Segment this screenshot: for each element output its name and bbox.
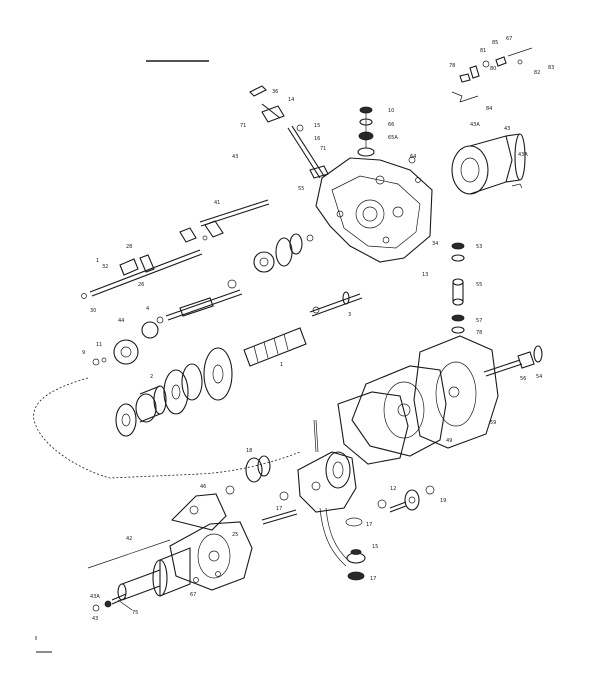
callout-label: 1 (280, 362, 283, 368)
callout-label: 57 (476, 318, 482, 324)
callout-label: 36 (272, 89, 278, 95)
differential-assembly (225, 419, 366, 581)
callout-label: 65A (388, 135, 398, 141)
callout-label: 15 (372, 544, 378, 550)
callout-label: 43A (90, 594, 100, 600)
callout-label: 15 (314, 123, 320, 129)
left-axle-housing (87, 493, 253, 612)
callout-label: 43 (232, 154, 238, 160)
callout-label: 49 (446, 438, 452, 444)
callout-label: 25 (232, 532, 238, 538)
callout-label: 84 (486, 106, 492, 112)
callout-label: 67 (190, 592, 196, 598)
callout-label: 17 (276, 506, 282, 512)
right-washers (377, 485, 435, 513)
right-bearing-stack (451, 242, 465, 334)
callout-label: 55 (476, 282, 482, 288)
shift-lever (249, 85, 329, 179)
callout-label: 18 (246, 448, 252, 454)
callout-label: 32 (102, 264, 108, 270)
callout-label: 42 (126, 536, 132, 542)
callout-label: 14 (288, 97, 294, 103)
callout-label: 3 (348, 312, 351, 318)
callout-label: 78 (476, 330, 482, 336)
callout-label: 43 (92, 616, 98, 622)
callout-label: 12 (390, 486, 396, 492)
shift-shaft-assembly (81, 199, 270, 299)
large-gear-stack (115, 347, 233, 437)
callout-label: 81 (480, 48, 486, 54)
callout-label: 75 (132, 610, 138, 616)
callout-label: 71 (320, 146, 326, 152)
cover-plates (337, 335, 543, 465)
callout-label: 53 (476, 244, 482, 250)
callout-label: 46 (200, 484, 206, 490)
callout-label: 9 (82, 350, 85, 356)
upper-housing (315, 106, 433, 263)
callout-label: 26 (138, 282, 144, 288)
callout-label: 55 (298, 186, 304, 192)
callout-labels: 36 14 71 15 16 71 43 55 10 66 65A 64 78 … (82, 36, 554, 622)
callout-label: 59 (490, 420, 496, 426)
callout-label: 17 (370, 576, 376, 582)
callout-label: 11 (96, 342, 102, 348)
callout-label: 82 (534, 70, 540, 76)
callout-label: 10 (388, 108, 394, 114)
callout-label: 54 (536, 374, 542, 380)
callout-label: 17 (366, 522, 372, 528)
callout-label: 83 (548, 65, 554, 71)
center-gear-train (92, 233, 363, 367)
callout-label: 28 (126, 244, 132, 250)
top-right-hardware (451, 47, 533, 103)
right-axle-housing (451, 133, 526, 195)
callout-label: 78 (449, 63, 455, 69)
callout-label: 80 (490, 66, 496, 72)
callout-label: 71 (240, 123, 246, 129)
callout-label: 67 (506, 36, 512, 42)
callout-label: 66 (388, 122, 394, 128)
callout-label: 41 (214, 200, 220, 206)
callout-label: 44 (118, 318, 124, 324)
assembly-loop (33, 377, 301, 479)
callout-label: 13 (422, 272, 428, 278)
callout-label: 1 (96, 258, 99, 264)
callout-label: 43A (518, 152, 528, 158)
callout-label: 19 (440, 498, 446, 504)
callout-label: 4 (146, 306, 149, 312)
callout-label: 16 (314, 136, 320, 142)
callout-label: 85 (492, 40, 498, 46)
callout-label: 64 (410, 154, 416, 160)
callout-label: 43A (470, 122, 480, 128)
callout-label: 2 (150, 374, 153, 380)
callout-label: 34 (432, 241, 438, 247)
callout-label: 56 (520, 376, 526, 382)
callout-label: 43 (504, 126, 510, 132)
callout-label: 30 (90, 308, 96, 314)
